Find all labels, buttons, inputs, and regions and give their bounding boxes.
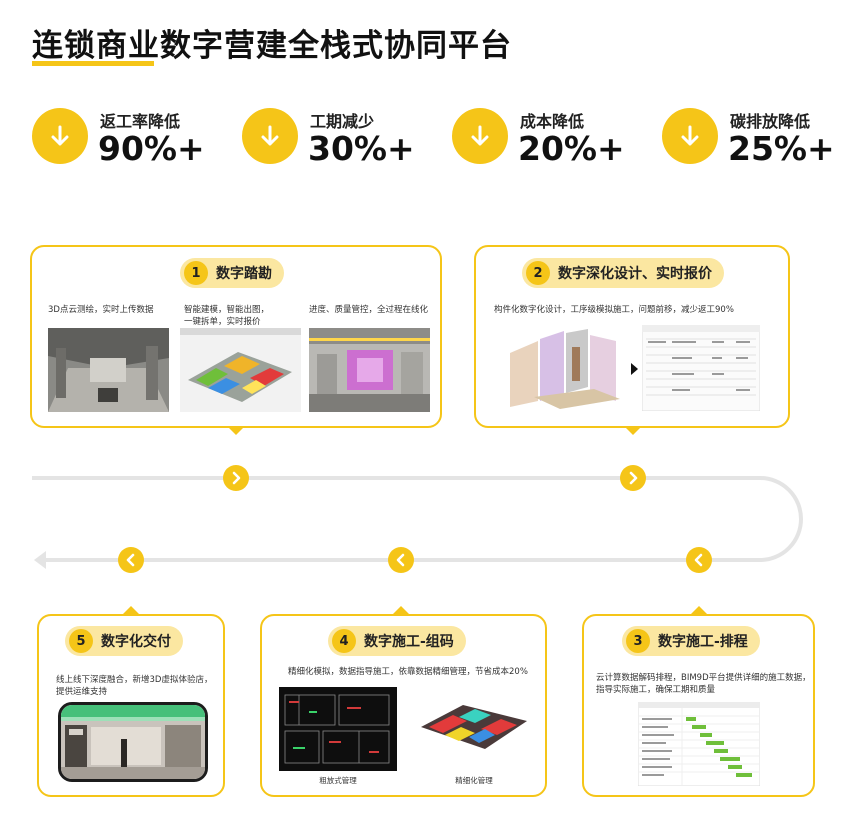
card-pointer <box>393 606 409 614</box>
stat-label: 成本降低 <box>520 112 585 131</box>
play-arrow-icon <box>631 363 638 375</box>
site-progress-image <box>309 328 430 412</box>
stat-duration: 工期减少 30%+ <box>242 104 432 174</box>
step-number: 5 <box>69 629 93 653</box>
image-caption: 粗放式管理 <box>319 776 357 785</box>
step-desc: 云计算数据解码排程，BIM9D平台提供详细的施工数据， 指导实际施工，确保工期和… <box>596 673 811 695</box>
step-number: 3 <box>626 629 650 653</box>
card-pointer <box>625 427 641 435</box>
stat-cost: 成本降低 20%+ <box>452 104 642 174</box>
step-pill: 5 数字化交付 <box>65 626 183 656</box>
stat-label: 工期减少 <box>310 112 375 131</box>
arrow-down-icon <box>662 108 718 164</box>
step-card-survey: 1 数字踏勘 3D点云测绘，实时上传数据 智能建模，智能出图， 一键拆单，实时报… <box>30 245 442 428</box>
title-underline <box>32 61 154 66</box>
step-title: 数字踏勘 <box>216 266 272 282</box>
step-pill: 3 数字施工-排程 <box>622 626 760 656</box>
stat-label: 碳排放降低 <box>730 112 811 131</box>
point-cloud-image <box>48 328 169 412</box>
step-desc: 线上线下深度融合，新增3D虚拟体验店， 提供运维支持 <box>56 675 213 697</box>
stat-label: 返工率降低 <box>100 112 181 131</box>
step-card-design: 2 数字深化设计、实时报价 构件化数字化设计，工序级模拟施工，问题前移，减少返工… <box>474 245 790 428</box>
page-title: 连锁商业数字营建全栈式协同平台 <box>32 28 512 64</box>
step-card-assembly: 4 数字施工-组码 精细化模拟，数据指导施工，依靠数据精细管理，节省成本20% … <box>260 614 547 797</box>
bim-model-image <box>180 328 301 412</box>
step-desc: 智能建模，智能出图， 一键拆单，实时报价 <box>184 305 270 327</box>
stat-value: 90%+ <box>98 129 205 168</box>
stat-value: 30%+ <box>308 129 415 168</box>
chevron-left-icon <box>388 547 414 573</box>
step-title: 数字化交付 <box>101 634 171 650</box>
chevron-right-icon <box>223 465 249 491</box>
step-pill: 4 数字施工-组码 <box>328 626 466 656</box>
step-number: 4 <box>332 629 356 653</box>
step-card-scheduling: 3 数字施工-排程 云计算数据解码排程，BIM9D平台提供详细的施工数据， 指导… <box>582 614 815 797</box>
arrow-down-icon <box>452 108 508 164</box>
step-desc: 精细化模拟，数据指导施工，依靠数据精细管理，节省成本20% <box>288 667 528 677</box>
step-desc: 构件化数字化设计，工序级模拟施工，问题前移，减少返工90% <box>494 305 734 315</box>
step-title: 数字深化设计、实时报价 <box>558 266 712 282</box>
virtual-store-image <box>58 702 208 782</box>
step-card-delivery: 5 数字化交付 线上线下深度融合，新增3D虚拟体验店， 提供运维支持 <box>37 614 225 797</box>
step-number: 1 <box>184 261 208 285</box>
arrow-down-icon <box>242 108 298 164</box>
step-pill: 2 数字深化设计、实时报价 <box>522 258 724 288</box>
chevron-left-icon <box>118 547 144 573</box>
rough-management-image <box>279 687 397 771</box>
chevron-right-icon <box>620 465 646 491</box>
step-desc: 进度、质量管控，全过程在线化 <box>309 305 429 315</box>
stat-rework: 返工率降低 90%+ <box>32 104 222 174</box>
fine-management-image <box>415 687 533 771</box>
step-title: 数字施工-排程 <box>658 634 748 650</box>
quote-sheet-image <box>642 325 760 411</box>
arrow-down-icon <box>32 108 88 164</box>
stat-value: 25%+ <box>728 129 835 168</box>
card-pointer <box>123 606 139 614</box>
gantt-chart-image <box>638 702 760 786</box>
step-desc: 3D点云测绘，实时上传数据 <box>48 305 154 315</box>
step-number: 2 <box>526 261 550 285</box>
step-pill: 1 数字踏勘 <box>180 258 284 288</box>
chevron-left-icon <box>686 547 712 573</box>
stat-value: 20%+ <box>518 129 625 168</box>
card-pointer <box>228 427 244 435</box>
card-pointer <box>691 606 707 614</box>
component-model-image <box>504 327 628 413</box>
image-caption: 精细化管理 <box>455 776 493 785</box>
step-title: 数字施工-组码 <box>364 634 454 650</box>
stat-carbon: 碳排放降低 25%+ <box>662 104 850 174</box>
